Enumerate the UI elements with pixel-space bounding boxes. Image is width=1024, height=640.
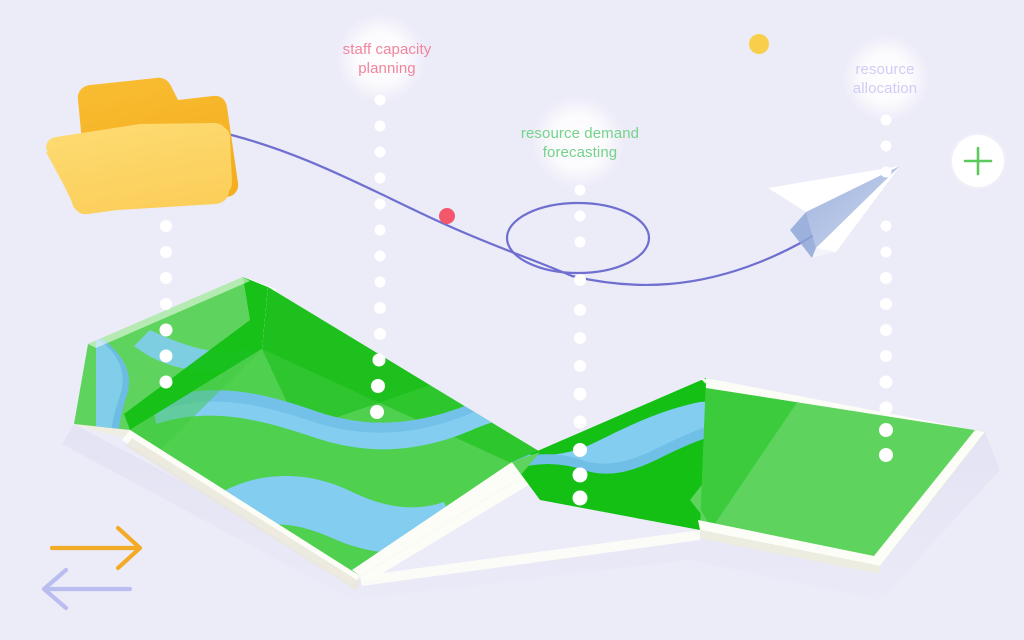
trail-folder (159, 220, 173, 389)
glow-resource-allocation (842, 34, 930, 122)
map-ground-shadow (62, 424, 1000, 600)
path-marker-red (439, 208, 455, 224)
trail-resource-demand (572, 184, 588, 506)
forward-arrow[interactable] (49, 525, 143, 571)
paper-plane-icon (768, 166, 900, 258)
back-arrow[interactable] (41, 567, 133, 611)
arrow-left-icon (41, 567, 133, 611)
plus-badge[interactable] (952, 135, 1004, 187)
map-crease-bc2 (352, 459, 552, 576)
plane-wing-top (768, 166, 900, 212)
plane-wing-lower (816, 166, 900, 252)
map-crease-bc (360, 459, 560, 582)
folder-front-shape (46, 123, 229, 213)
map-edge-b-top (243, 277, 276, 289)
folded-map (74, 277, 985, 590)
glow-staff-capacity (336, 13, 426, 103)
plus-icon (963, 146, 993, 176)
map-edge-d (698, 378, 985, 566)
plane-tail-shade (790, 212, 816, 258)
yellow-dot-marker (749, 34, 769, 54)
map-edge-left-bottom (74, 424, 132, 440)
label-glows (336, 13, 1008, 191)
glow-resource-demand (531, 95, 625, 189)
map-valley-floor-edge (360, 530, 700, 586)
flight-path (213, 129, 830, 287)
trail-resource-allocation (879, 114, 893, 462)
arrow-right-icon (49, 525, 143, 571)
map-edge-a-top (88, 277, 250, 348)
folder-icon (46, 77, 239, 215)
plane-body-shade (806, 166, 900, 248)
map-edge-d-shadow (698, 530, 880, 574)
plane-tail (812, 248, 836, 258)
